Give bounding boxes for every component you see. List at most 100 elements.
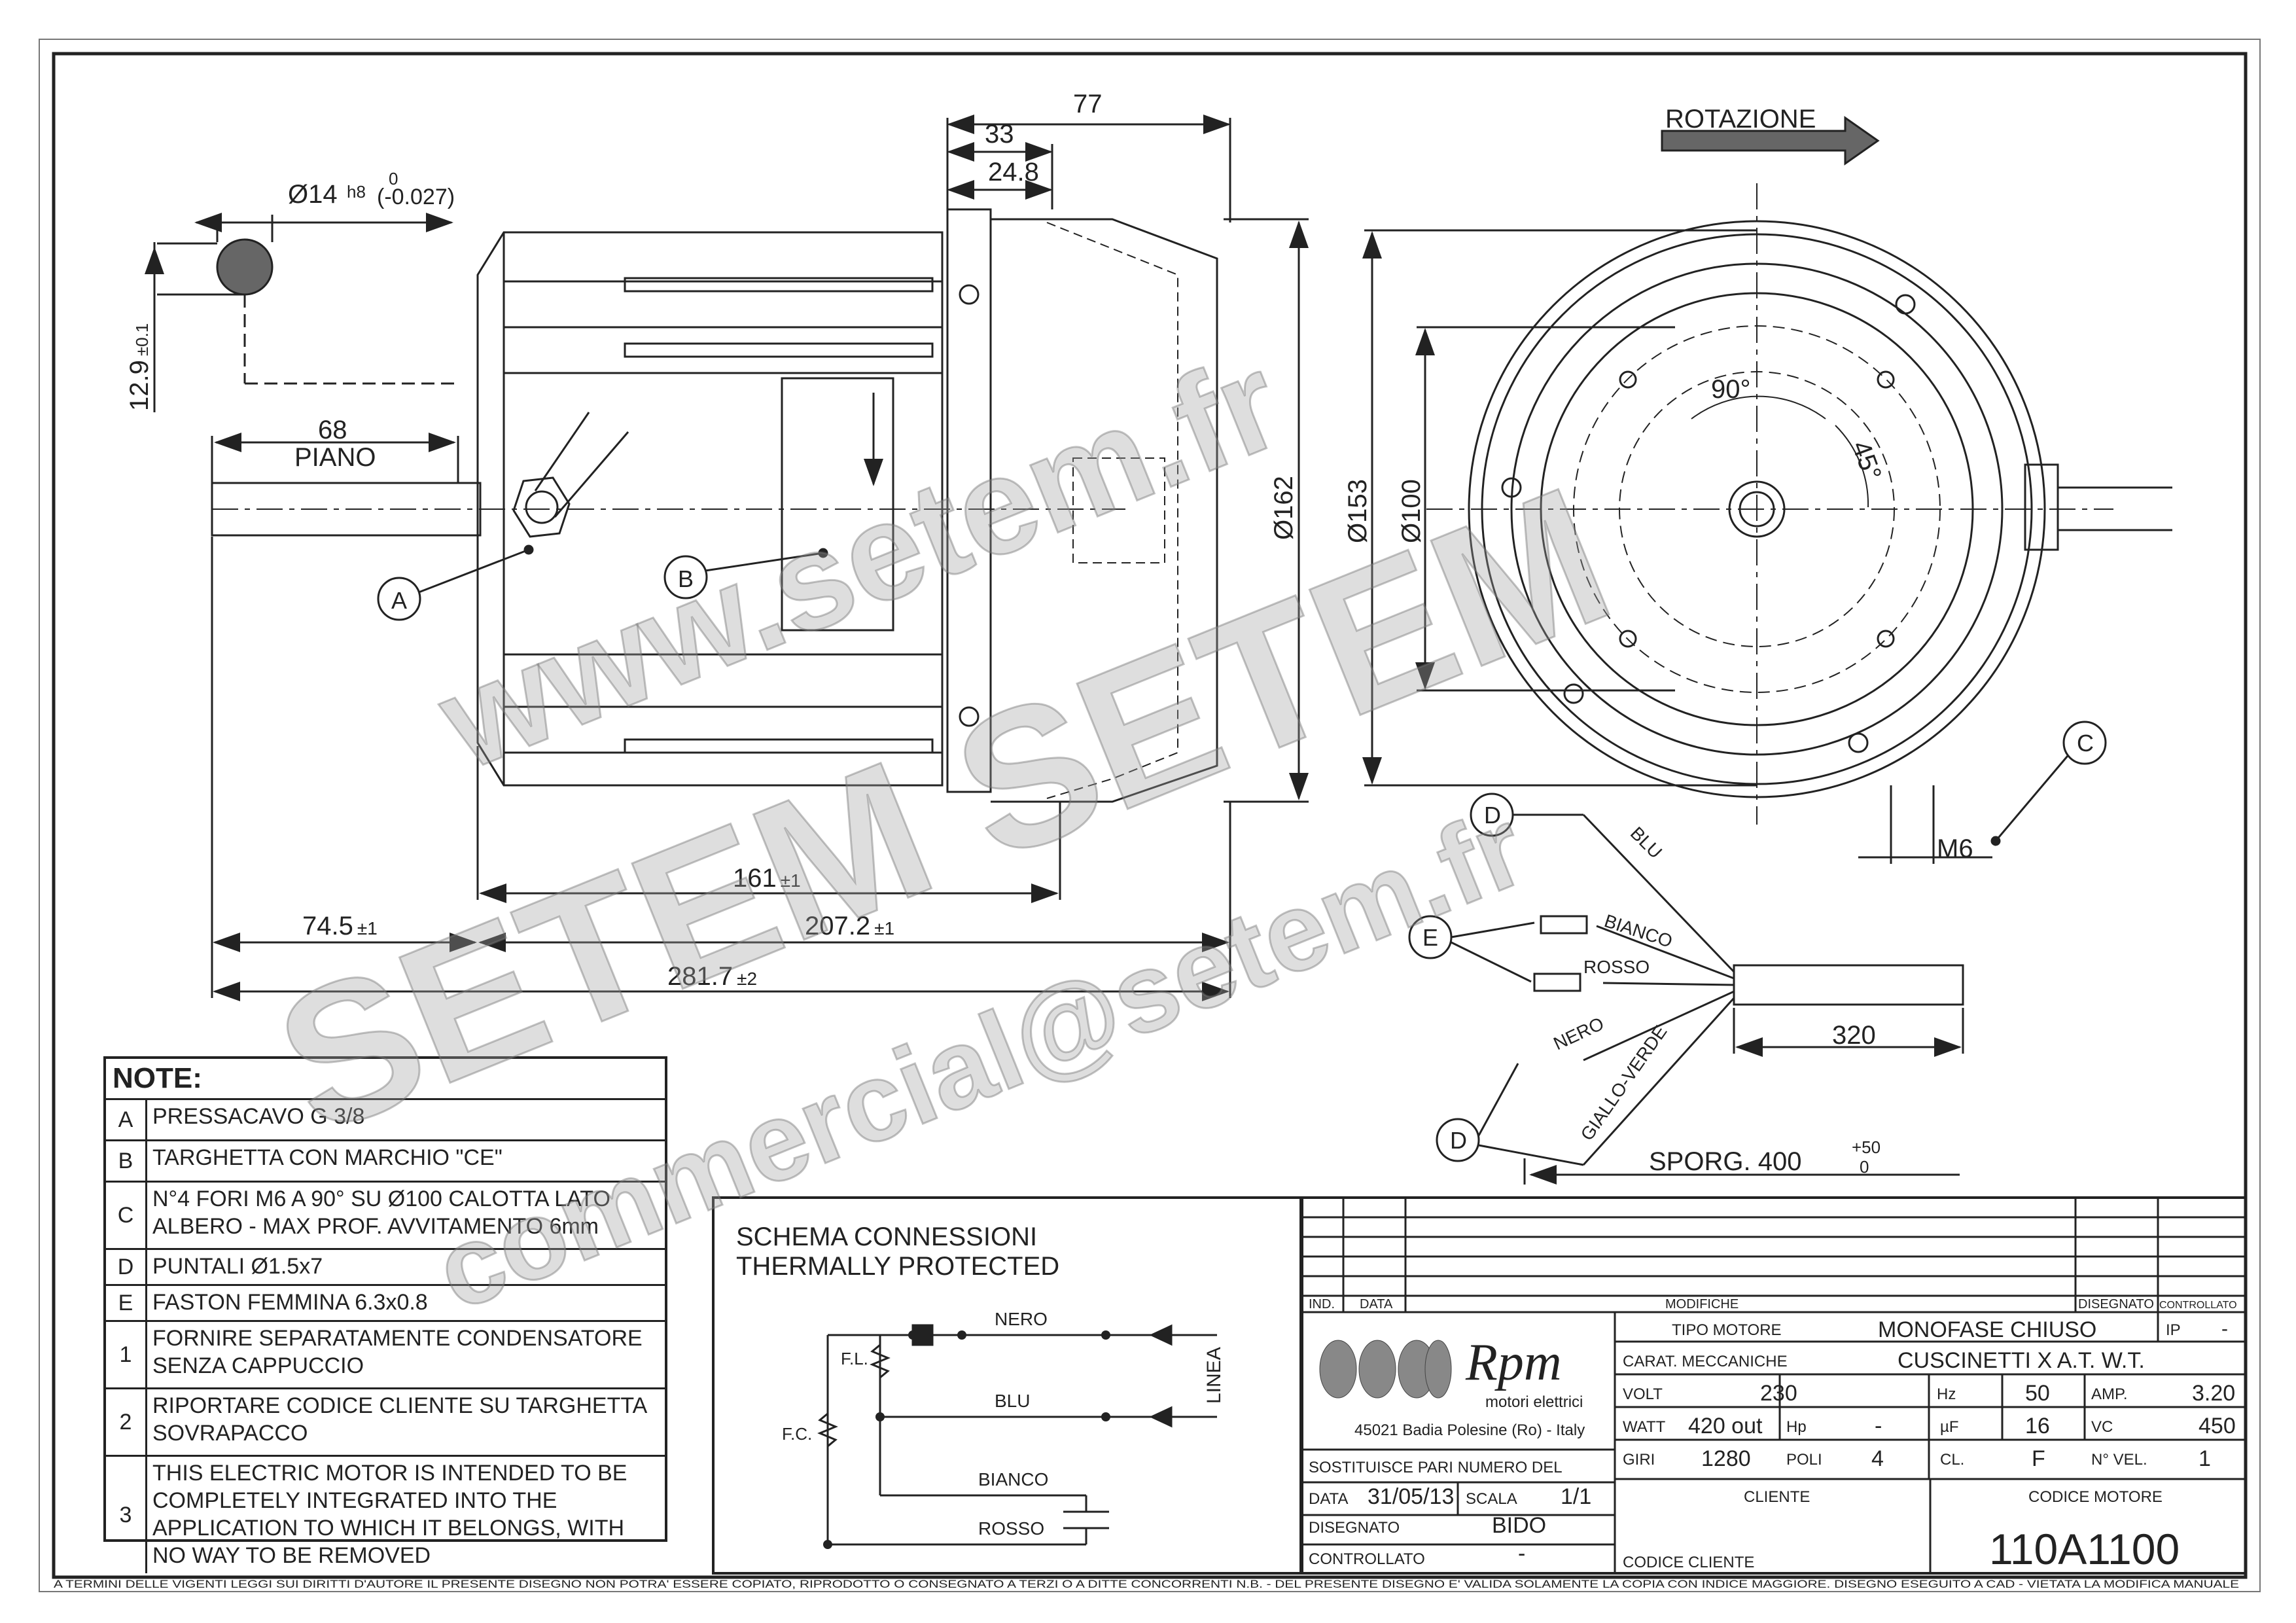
tb-watt-label: WATT <box>1623 1418 1666 1436</box>
schema-linea: LINEA <box>1203 1347 1225 1404</box>
note-key: A <box>106 1100 147 1139</box>
tb-poli-label: POLI <box>1786 1451 1822 1469</box>
dim-162: Ø162 <box>1269 476 1298 540</box>
callout-b: B <box>678 565 694 592</box>
tb-data-value: 31/05/13 <box>1368 1484 1454 1509</box>
note-text: THIS ELECTRIC MOTOR IS INTENDED TO BE CO… <box>152 1461 627 1568</box>
company-name: Rpm <box>1465 1334 1562 1391</box>
tb-hp-value: - <box>1875 1414 1882 1438</box>
shaft-diameter: Ø14 <box>288 180 338 209</box>
dim-207-2-tol: ±1 <box>874 918 894 938</box>
tb-ip-label: IP <box>2166 1321 2181 1339</box>
dim-161: 161±1 <box>733 864 801 893</box>
note-text: N°4 FORI M6 A 90° SU Ø100 CALOTTA LATO A… <box>152 1186 610 1239</box>
tb-giri-value: 1280 <box>1701 1446 1751 1471</box>
tb-hz-label: Hz <box>1937 1385 1956 1403</box>
wire-harness <box>1408 793 1964 1185</box>
tb-controllato-head: CONTROLLATO <box>2159 1300 2237 1311</box>
dim-161-value: 161 <box>733 864 777 893</box>
tb-sostituisce: SOSTITUISCE PARI NUMERO DEL <box>1309 1459 1563 1476</box>
note-key: C <box>106 1183 147 1248</box>
callout-e: E <box>1422 924 1438 951</box>
key-height-tol: ±0.1 <box>132 323 152 356</box>
schema-nero: NERO <box>995 1309 1048 1329</box>
angle-45: 45° <box>1846 437 1887 484</box>
tb-ip-value: - <box>2221 1318 2228 1340</box>
rpm-logo-mark <box>1319 1340 1452 1399</box>
tb-codice-motore-value: 110A1100 <box>1989 1525 2180 1573</box>
dim-100: Ø100 <box>1397 479 1426 543</box>
tb-tipo-motore-value: MONOFASE CHIUSO <box>1878 1317 2096 1342</box>
connection-schematic <box>817 1324 1217 1546</box>
note-key: D <box>106 1250 147 1284</box>
dim-sporg-tol-upper: +50 <box>1852 1137 1881 1157</box>
shaft-tol-lower: (-0.027) <box>377 185 455 209</box>
tb-hz-value: 50 <box>2025 1381 2050 1406</box>
motor-side-view <box>211 115 1309 1001</box>
tb-codice-motore-label: CODICE MOTORE <box>2028 1488 2163 1506</box>
tb-uf-value: 16 <box>2025 1414 2050 1438</box>
wire-blu: BLU <box>1627 823 1666 862</box>
tb-cl-value: F <box>2032 1446 2045 1471</box>
tb-poli-value: 4 <box>1871 1446 1884 1471</box>
dim-320: 320 <box>1832 1021 1876 1050</box>
dim-74-5-tol: ±1 <box>357 918 378 938</box>
tb-volt-label: VOLT <box>1623 1385 1663 1403</box>
dim-74-5: 74.5±1 <box>302 912 378 940</box>
dim-207-2: 207.2±1 <box>805 912 894 940</box>
tb-vc-value: 450 <box>2199 1414 2236 1438</box>
tb-tipo-motore-label: TIPO MOTORE <box>1672 1321 1782 1339</box>
dim-281-7: 281.7±2 <box>667 962 757 991</box>
tb-volt-value: 230 <box>1760 1381 1797 1406</box>
dim-153: Ø153 <box>1343 479 1372 543</box>
footer-legal: A TERMINI DELLE VIGENTI LEGGI SUI DIRITT… <box>54 1578 2239 1590</box>
wire-rosso: ROSSO <box>1583 957 1650 977</box>
dim-281-7-tol: ±2 <box>737 969 757 989</box>
shaft-section-detail <box>145 213 458 412</box>
tb-disegnato-value: BIDO <box>1492 1513 1546 1538</box>
shaft-tol-upper: 0 <box>389 169 398 188</box>
note-key: B <box>106 1141 147 1181</box>
note-key: 1 <box>106 1322 147 1387</box>
company-address: 45021 Badia Polesine (Ro) - Italy <box>1354 1421 1585 1439</box>
notes-title: NOTE: <box>106 1059 665 1100</box>
schema-bianco: BIANCO <box>978 1469 1048 1489</box>
callout-c: C <box>2077 730 2094 757</box>
note-text: TARGHETTA CON MARCHIO "CE" <box>152 1145 503 1170</box>
dim-sporg-value: SPORG. 400 <box>1649 1147 1801 1176</box>
note-text: FORNIRE SEPARATAMENTE CONDENSATORE SENZA… <box>152 1326 643 1378</box>
schema-fl: F.L. <box>841 1349 868 1368</box>
dim-sporg-tol-lower: 0 <box>1860 1157 1869 1177</box>
callout-leaders-ab <box>377 544 828 621</box>
schema-fc: F.C. <box>782 1424 812 1444</box>
dim-161-tol: ±1 <box>781 870 801 891</box>
note-text: RIPORTARE CODICE CLIENTE SU TARGHETTA SO… <box>152 1393 648 1446</box>
tb-vc-label: VC <box>2091 1418 2113 1436</box>
tb-cliente-label: CLIENTE <box>1744 1488 1810 1506</box>
dim-piano: PIANO <box>294 443 376 472</box>
key-height-value: 12.9 <box>125 360 154 411</box>
tb-modifiche: MODIFICHE <box>1665 1297 1739 1311</box>
tb-controllato-value: - <box>1518 1541 1525 1566</box>
tb-disegnato-label: DISEGNATO <box>1309 1519 1400 1537</box>
note-text: PUNTALI Ø1.5x7 <box>152 1254 323 1279</box>
tb-watt-value: 420 out <box>1688 1414 1763 1438</box>
rotation-label: ROTAZIONE <box>1665 105 1816 134</box>
tb-disegnato-head: DISEGNATO <box>2078 1297 2154 1311</box>
tb-uf-label: µF <box>1940 1418 1959 1436</box>
callout-d-bottom: D <box>1450 1127 1467 1154</box>
outer-frame <box>52 52 2248 1579</box>
tb-amp-value: 3.20 <box>2192 1381 2235 1406</box>
note-key: 2 <box>106 1389 147 1455</box>
callout-d-top: D <box>1484 802 1501 829</box>
company-sub: motori elettrici <box>1485 1393 1583 1411</box>
tb-amp-label: AMP. <box>2091 1385 2128 1403</box>
note-text: FASTON FEMMINA 6.3x0.8 <box>152 1290 428 1315</box>
wire-nero: NERO <box>1550 1013 1606 1054</box>
